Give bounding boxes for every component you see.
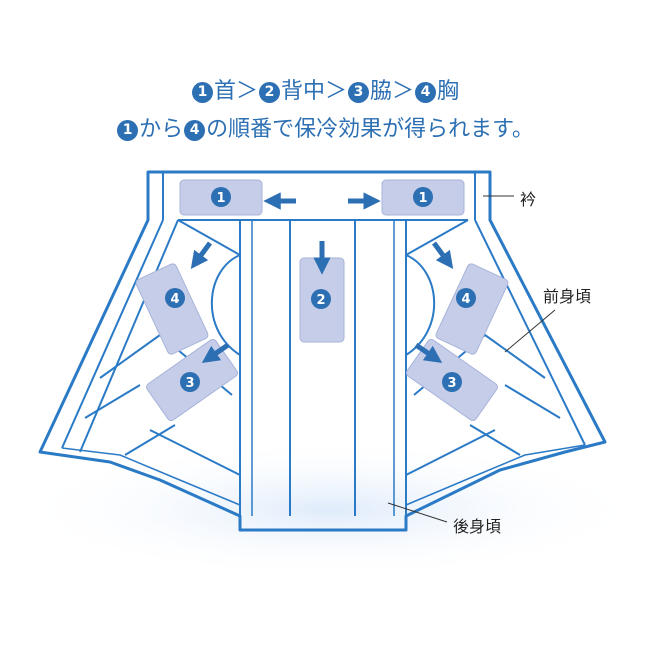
heading-text: 脇 [370,79,393,104]
back-body-leader-line [387,502,448,523]
number-badge: 2 [258,82,280,103]
pack-number-back: 2 [316,293,325,308]
pack-number-collar-right: 1 [418,191,427,206]
heading-text: の順番で保冷効果が得られます。 [206,117,534,142]
number-badge: 1 [191,82,213,103]
pack-number-side-left: 3 [185,376,194,391]
number-badge [456,288,476,308]
pack-number-collar-left: 1 [216,191,225,206]
flow-arrows [190,192,454,363]
number-badge: 4 [184,120,206,141]
number-badge [180,372,200,392]
pack-number-side-right: 3 [447,376,456,391]
heading-separator: ＞ [324,79,347,104]
number-badge: 4 [415,82,437,103]
front-body-leader-line [504,309,556,353]
front-body-label: 前身頃 [543,287,592,306]
number-badge: 3 [348,82,369,103]
back-body-label: 後身頃 [453,517,502,536]
arrow-chest-left-icon [190,241,213,270]
pack-chest-left [135,263,209,355]
arrow-chest-right-icon [431,241,454,270]
pack-number-chest-right: 4 [461,292,470,307]
number-badge [165,288,185,308]
callout-lines [387,195,556,523]
heading-text: から [139,117,184,142]
collar-label: 衿 [520,190,537,209]
pack-number-chest-left: 4 [170,292,179,307]
pack-numbers: 1 1 2 4 4 3 3 [165,187,476,392]
heading-text: 背中 [280,79,325,104]
number-badge: 1 [117,120,139,141]
pack-chest-right [435,263,509,355]
heading-text: 胸 [437,79,460,104]
heading-separator: ＞ [235,79,258,104]
arrow-side-right-icon [414,342,443,363]
number-badge [413,187,433,207]
heading-text: 首 [213,79,236,104]
number-badge [211,187,231,207]
heading-separator: ＞ [392,79,415,104]
number-badge [442,372,462,392]
arrow-side-left-icon [201,342,230,363]
garment-outline [38,170,607,532]
number-badge [311,289,331,309]
